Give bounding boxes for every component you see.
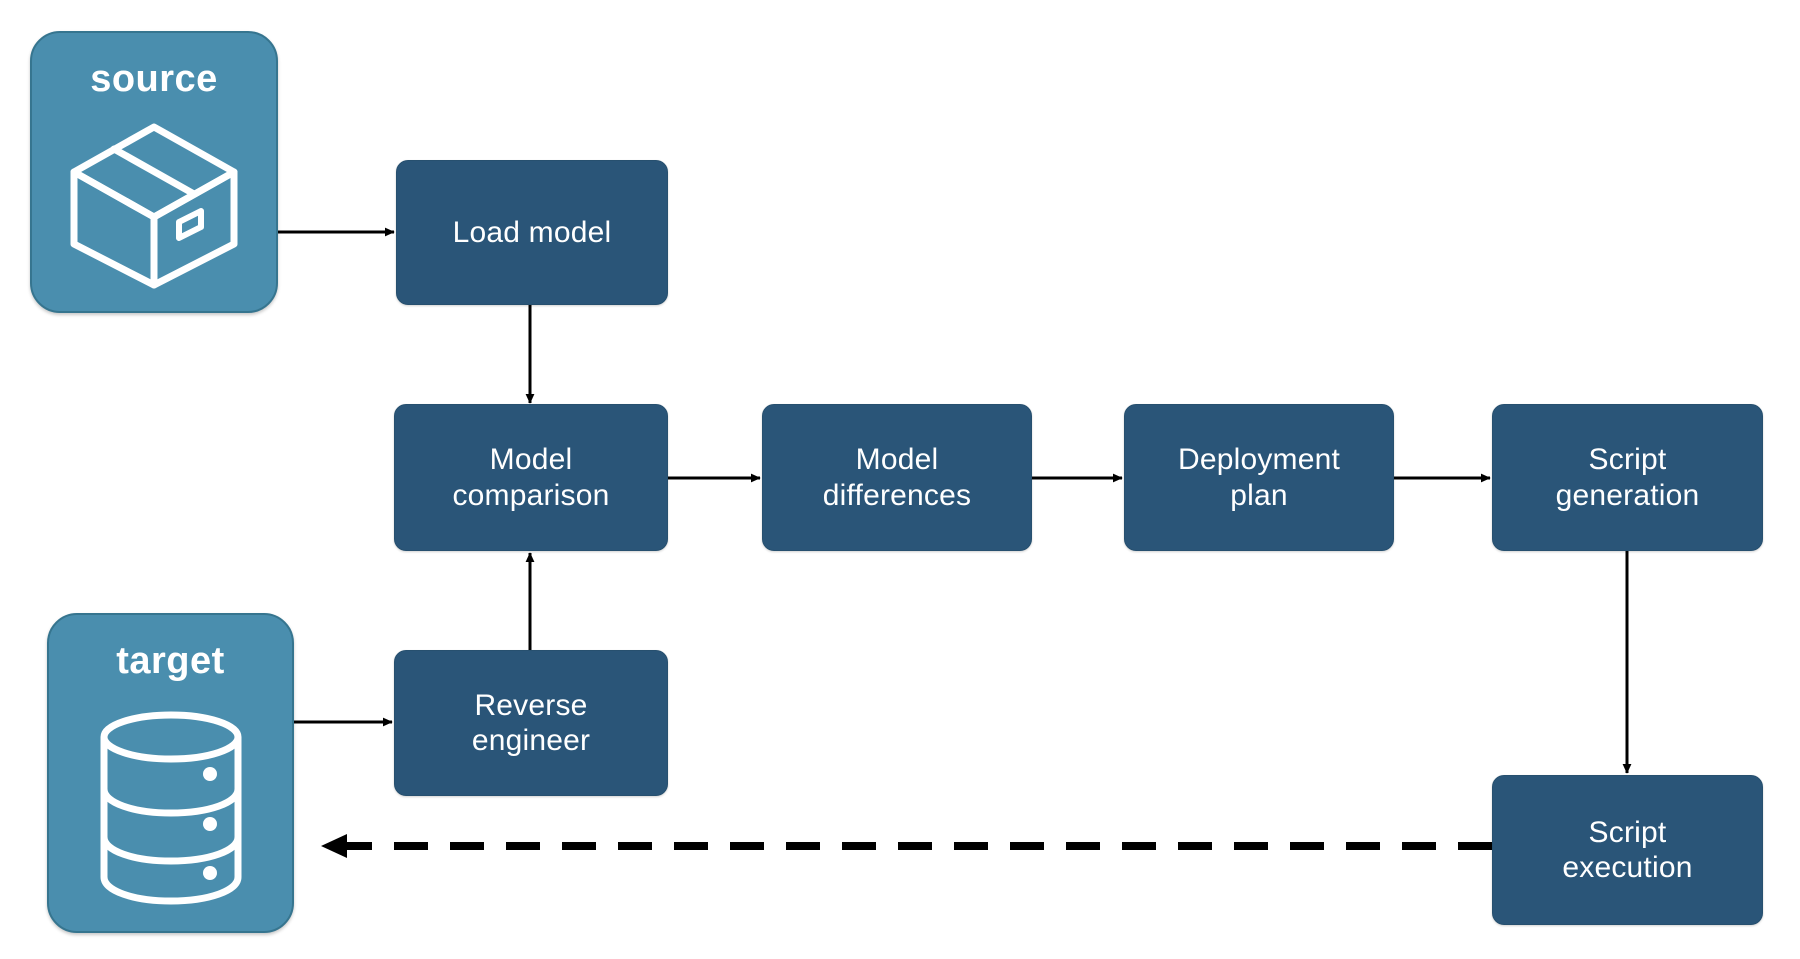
process-script-execution[interactable]: Script execution bbox=[1492, 775, 1763, 925]
process-model-differences[interactable]: Model differences bbox=[762, 404, 1032, 551]
process-script-generation-label: Script generation bbox=[1555, 443, 1700, 512]
package-box-icon bbox=[32, 102, 276, 311]
endpoint-target-label: target bbox=[116, 640, 225, 682]
process-reverse-engineer[interactable]: Reverse engineer bbox=[394, 650, 668, 796]
process-script-generation[interactable]: Script generation bbox=[1492, 404, 1763, 551]
endpoint-source-label: source bbox=[90, 58, 218, 100]
process-deployment-plan[interactable]: Deployment plan bbox=[1124, 404, 1394, 551]
process-load-model[interactable]: Load model bbox=[396, 160, 668, 305]
process-reverse-engineer-label: Reverse engineer bbox=[471, 688, 591, 757]
process-model-comparison[interactable]: Model comparison bbox=[394, 404, 668, 551]
process-deployment-plan-label: Deployment plan bbox=[1177, 443, 1341, 512]
process-model-comparison-label: Model comparison bbox=[452, 443, 610, 512]
process-model-differences-label: Model differences bbox=[822, 443, 972, 512]
process-load-model-label: Load model bbox=[452, 215, 612, 249]
process-script-execution-label: Script execution bbox=[1562, 815, 1693, 884]
database-cylinder-icon bbox=[49, 684, 292, 931]
endpoint-target[interactable]: target bbox=[47, 613, 294, 933]
endpoint-source[interactable]: source bbox=[30, 31, 278, 313]
